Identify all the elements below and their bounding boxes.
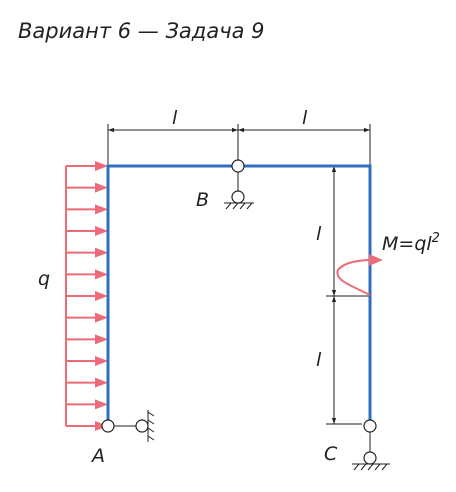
dimension-top: l l (107, 107, 371, 166)
moment-exponent: 2 (432, 231, 440, 246)
load-arrowhead (95, 226, 108, 236)
load-arrowhead (95, 334, 108, 345)
load-arrowhead (95, 399, 108, 410)
load-arrowhead (95, 269, 108, 280)
node-label-c: C (324, 443, 338, 465)
dimension-right: l l (316, 165, 370, 425)
dim-label-top-right: l (302, 107, 308, 129)
load-label-q: q (38, 268, 50, 290)
node-label-b: B (196, 189, 209, 211)
support-b: B (196, 159, 254, 211)
load-arrowhead (95, 247, 108, 258)
dim-label-top-left: l (172, 107, 178, 129)
load-arrowhead (95, 356, 108, 366)
load-arrowhead (95, 377, 108, 388)
load-arrowhead (95, 312, 108, 323)
load-arrowhead (95, 161, 108, 171)
moment-label: M=ql2 (382, 231, 440, 255)
support-c: C (324, 419, 390, 471)
dim-label-right-lower: l (316, 349, 322, 371)
load-arrowhead (95, 204, 108, 215)
moment-load: M=ql2 (336, 231, 440, 296)
node-label-a: A (90, 445, 105, 467)
load-arrowhead (95, 291, 108, 301)
dim-label-right-upper: l (316, 223, 322, 245)
diagram-title: Вариант 6 — Задача 9 (18, 19, 265, 43)
support-a: A (90, 410, 155, 467)
load-arrowhead (95, 182, 108, 193)
distributed-load: q (38, 161, 108, 431)
